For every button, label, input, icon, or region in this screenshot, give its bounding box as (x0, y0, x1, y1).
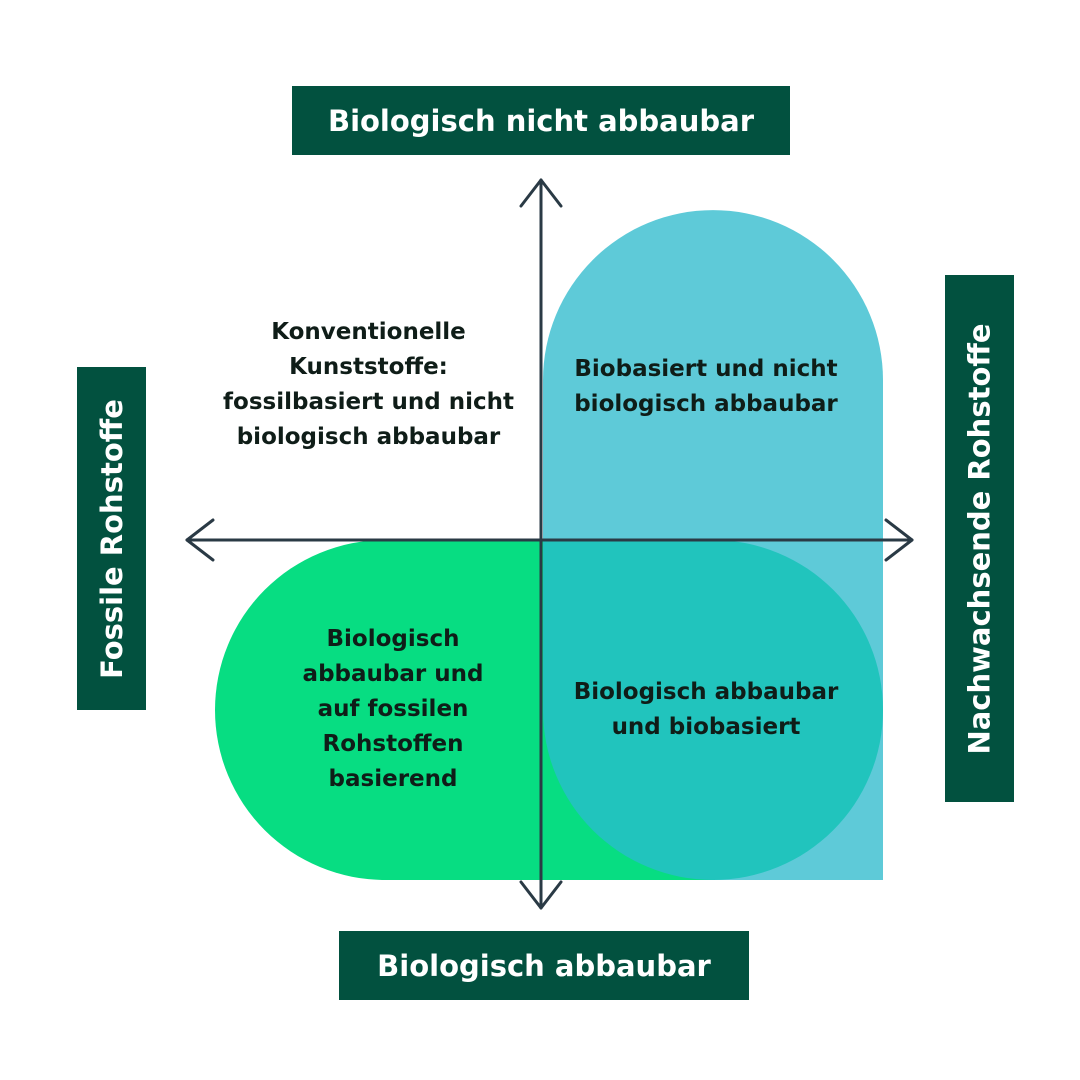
quadrant-text-line: basierend (328, 766, 458, 792)
quadrant-conventional-plastics: Konventionelle Kunststoffe: fossilbasier… (196, 315, 541, 455)
quadrant-text-line: abbaubar und (302, 661, 484, 687)
label-biodegradable: Biologisch abbaubar (339, 931, 749, 1000)
axis-arrow-down (519, 880, 563, 910)
quadrant-biodegradable-biobased: Biologisch abbaubar und biobasiert (546, 675, 866, 745)
label-renewable-resources: Nachwachsende Rohstoffe (945, 275, 1014, 802)
label-right-text: Nachwachsende Rohstoffe (962, 322, 997, 755)
label-non-biodegradable: Biologisch nicht abbaubar (292, 86, 790, 155)
label-left-text: Fossile Rohstoffe (94, 398, 129, 679)
axis-arrow-right (884, 518, 914, 562)
label-bottom-text: Biologisch abbaubar (377, 948, 711, 983)
quadrant-text-line: fossilbasiert und nicht (223, 389, 514, 415)
quadrant-text-line: Konventionelle (271, 319, 466, 345)
quadrant-text-line: biologisch abbaubar (574, 391, 838, 417)
axis-arrow-left (185, 518, 215, 562)
shape-biodegradable-biobased (543, 540, 883, 880)
label-fossil-resources: Fossile Rohstoffe (77, 367, 146, 710)
quadrant-text-line: Biologisch abbaubar (573, 679, 839, 705)
quadrant-text-line: und biobasiert (611, 714, 801, 740)
axis-arrow-up (519, 178, 563, 208)
quadrant-text-line: Kunststoffe: (289, 354, 448, 380)
quadrant-text-line: Biobasiert und nicht (574, 356, 838, 382)
quadrant-text-line: Biologisch (326, 626, 460, 652)
quadrant-text-line: biologisch abbaubar (236, 424, 501, 450)
quadrant-text-line: Rohstoffen (322, 731, 464, 757)
quadrant-biobased-non-biodegradable: Biobasiert und nicht biologisch abbaubar (546, 352, 866, 422)
quadrant-biodegradable-fossil: Biologisch abbaubar und auf fossilen Roh… (245, 622, 541, 797)
label-top-text: Biologisch nicht abbaubar (327, 103, 755, 138)
quadrant-text-line: auf fossilen (317, 696, 469, 722)
